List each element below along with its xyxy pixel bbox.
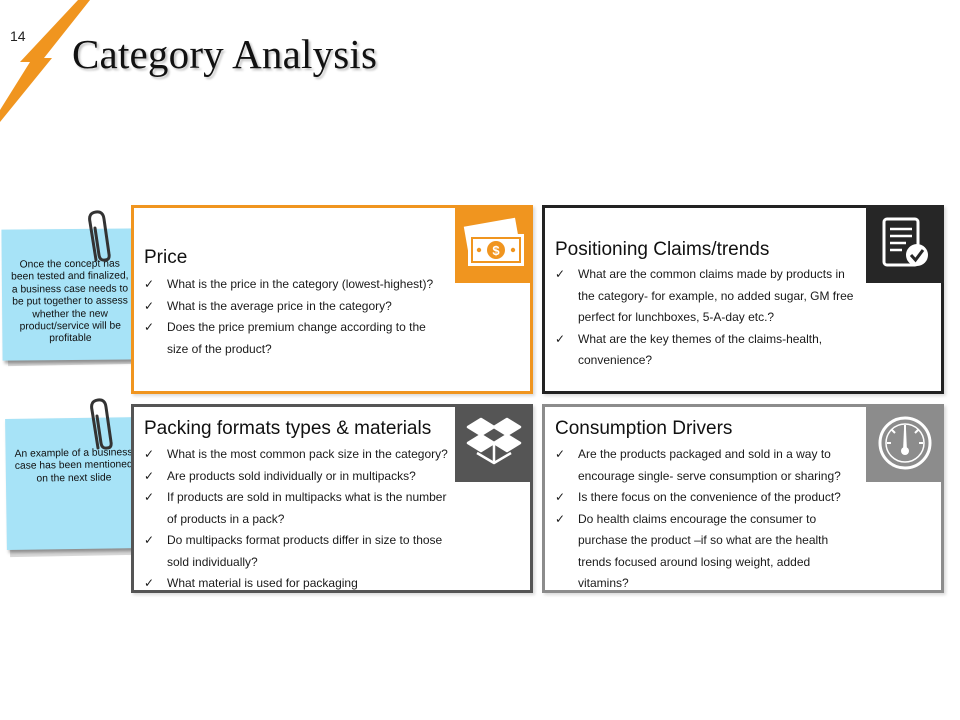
list-item: ✓ What are the common claims made by prod… bbox=[555, 264, 857, 329]
drivers-title: Consumption Drivers bbox=[555, 418, 733, 439]
check-icon: ✓ bbox=[555, 447, 566, 461]
list-item-text: What material is used for packaging bbox=[167, 576, 358, 590]
check-icon: ✓ bbox=[144, 490, 155, 504]
page-number: 14 bbox=[10, 28, 26, 44]
price-title: Price bbox=[144, 247, 188, 268]
list-item-text: What are the key themes of the claims-he… bbox=[578, 331, 823, 368]
list-item-text: Are the products packaged and sold in a … bbox=[578, 447, 841, 483]
positioning-claims-card: Positioning Claims/trends ✓ What are the … bbox=[542, 205, 944, 394]
check-icon: ✓ bbox=[555, 490, 566, 504]
paperclip-icon bbox=[88, 210, 111, 262]
list-item: ✓ What material is used for packaging bbox=[144, 573, 450, 595]
check-icon: ✓ bbox=[555, 331, 566, 346]
check-icon: ✓ bbox=[144, 447, 155, 461]
page-title: Category Analysis bbox=[72, 31, 378, 77]
sticky-note-2: An example of a business case has been m… bbox=[5, 417, 143, 550]
consumption-drivers-card: Consumption Drivers ✓ Are the products pa… bbox=[542, 404, 944, 593]
list-item: ✓ What is the average price in the catego… bbox=[144, 296, 450, 318]
price-list: ✓ What is the price in the category (lowe… bbox=[144, 274, 450, 360]
list-item: ✓ What is the price in the category (lowe… bbox=[144, 274, 450, 296]
claims-icon-box bbox=[866, 205, 944, 283]
list-item: ✓ Does the price premium change according… bbox=[144, 317, 450, 360]
check-icon: ✓ bbox=[144, 576, 155, 590]
sticky-note-text: Once the concept has been tested and fin… bbox=[11, 258, 129, 345]
packing-formats-card: Packing formats types & materials ✓ What … bbox=[131, 404, 533, 593]
check-icon: ✓ bbox=[144, 277, 155, 291]
boxes-icon bbox=[466, 417, 522, 465]
lightning-bolt-decoration bbox=[0, 0, 90, 122]
list-item-text: What are the common claims made by produ… bbox=[578, 267, 854, 324]
claims-title: Positioning Claims/trends bbox=[555, 239, 770, 260]
money-bill-icon: $ bbox=[463, 217, 524, 266]
check-icon: ✓ bbox=[144, 468, 155, 483]
list-item: ✓ Do multipacks format products differ in… bbox=[144, 530, 450, 573]
list-item-text: Are products sold individually or in mul… bbox=[167, 468, 416, 483]
packing-title: Packing formats types & materials bbox=[144, 418, 432, 439]
check-icon: ✓ bbox=[144, 533, 155, 547]
list-item-text: Do multipacks format products differ in … bbox=[167, 533, 443, 569]
claims-list: ✓ What are the common claims made by prod… bbox=[555, 264, 857, 372]
gauge-icon bbox=[878, 416, 932, 470]
document-check-icon bbox=[882, 217, 928, 267]
list-item: ✓ Is there focus on the convenience of th… bbox=[555, 487, 861, 509]
packing-icon-box bbox=[455, 404, 533, 482]
list-item: ✓ If products are sold in multipacks what… bbox=[144, 487, 450, 530]
list-item-text: Is there focus on the convenience of the… bbox=[578, 490, 841, 504]
list-item-text: What is the price in the category (lowes… bbox=[167, 277, 434, 291]
list-item: ✓ What is the most common pack size in th… bbox=[144, 444, 450, 466]
drivers-icon-box bbox=[866, 404, 944, 482]
list-item-text: Does the price premium change according … bbox=[167, 320, 426, 356]
list-item-text: What is the average price in the categor… bbox=[167, 298, 392, 313]
list-item-text: Do health claims encourage the consumer … bbox=[578, 511, 829, 591]
packing-list: ✓ What is the most common pack size in th… bbox=[144, 444, 450, 595]
price-icon-box: $ bbox=[455, 205, 533, 283]
list-item-text: What is the most common pack size in the… bbox=[167, 447, 448, 461]
drivers-list: ✓ Are the products packaged and sold in a… bbox=[555, 444, 861, 595]
list-item: ✓ Are the products packaged and sold in a… bbox=[555, 444, 861, 487]
list-item: ✓ What are the key themes of the claims-h… bbox=[555, 329, 857, 372]
paperclip-icon bbox=[90, 398, 113, 450]
list-item-text: If products are sold in multipacks what … bbox=[167, 490, 447, 526]
list-item: ✓ Do health claims encourage the consumer… bbox=[555, 509, 861, 595]
price-card: $ Price ✓ What is the price in the catego… bbox=[131, 205, 533, 394]
check-icon: ✓ bbox=[144, 320, 155, 334]
list-item: ✓ Are products sold individually or in mu… bbox=[144, 466, 450, 488]
check-icon: ✓ bbox=[555, 267, 566, 281]
check-icon: ✓ bbox=[555, 511, 566, 526]
check-icon: ✓ bbox=[144, 298, 155, 313]
svg-text:$: $ bbox=[492, 243, 500, 258]
